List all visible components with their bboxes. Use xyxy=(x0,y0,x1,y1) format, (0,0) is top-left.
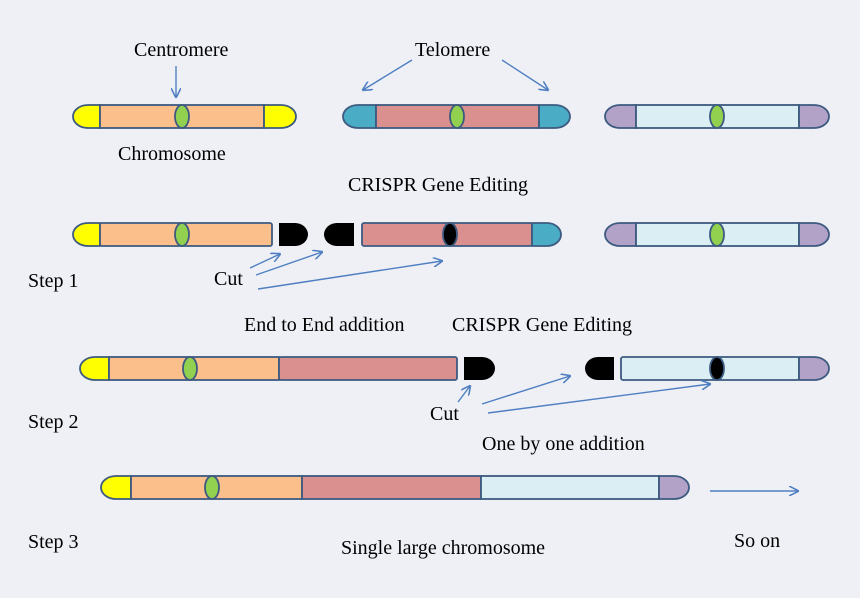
label-telomere: Telomere xyxy=(415,39,490,61)
telomere-right-purple xyxy=(798,104,830,129)
arrow-cut-2c xyxy=(487,384,710,414)
centromere-green xyxy=(449,104,465,129)
cut-end-left-piece xyxy=(324,223,354,246)
cut-end-right-piece xyxy=(279,223,308,246)
telomere-right-purple xyxy=(798,222,830,247)
chromosome-arm-pink xyxy=(301,475,482,500)
label-cut-2: Cut xyxy=(430,403,459,425)
label-end-to-end-addition: End to End addition xyxy=(244,314,405,336)
centromere-green xyxy=(174,222,190,247)
label-step-2: Step 2 xyxy=(28,411,79,433)
centromere-black xyxy=(709,356,725,381)
arrow-cut-1a xyxy=(249,254,280,269)
chromosome-arm-pink xyxy=(278,356,458,381)
arrow-cut-1c xyxy=(257,261,442,290)
telomere-left-purple xyxy=(604,222,637,247)
label-one-by-one-addition: One by one addition xyxy=(482,433,645,455)
label-step-3: Step 3 xyxy=(28,531,79,553)
label-chromosome: Chromosome xyxy=(118,143,226,165)
telomere-right-yellow xyxy=(263,104,297,129)
centromere-green xyxy=(709,222,725,247)
label-cut-1: Cut xyxy=(214,268,243,290)
telomere-right-purple xyxy=(798,356,830,381)
step1-chromosome-yellow-orange-cut xyxy=(72,222,273,247)
label-so-on: So on xyxy=(734,530,780,552)
centromere-green xyxy=(174,104,190,129)
telomere-left-yellow xyxy=(72,222,101,247)
label-centromere: Centromere xyxy=(134,39,229,61)
arrow-telomere-left xyxy=(363,59,413,90)
telomere-right-teal xyxy=(531,222,562,247)
chromosome-arm-lightblue xyxy=(480,475,660,500)
centromere-green xyxy=(182,356,198,381)
centromere-black xyxy=(442,222,458,247)
telomere-left-yellow xyxy=(100,475,132,500)
step3-single-large-chromosome xyxy=(100,475,690,500)
arrow-cut-1b xyxy=(255,252,322,276)
chromosome-purple-lightblue xyxy=(604,104,830,129)
centromere-green xyxy=(709,104,725,129)
cut-end-left-piece xyxy=(585,357,614,380)
step1-chromosome-purple-lightblue xyxy=(604,222,830,247)
step1-chromosome-teal-pink-cut xyxy=(361,222,562,247)
step2-chromosome-lightblue-cut xyxy=(620,356,830,381)
step2-fused-chromosome xyxy=(79,356,458,381)
telomere-left-yellow xyxy=(72,104,101,129)
telomere-right-teal xyxy=(538,104,571,129)
chromosome-yellow-orange xyxy=(72,104,297,129)
arrow-cut-2a xyxy=(457,386,470,403)
arrow-cut-2b xyxy=(481,376,570,405)
telomere-left-yellow xyxy=(79,356,110,381)
label-crispr-editing-1: CRISPR Gene Editing xyxy=(348,174,528,196)
chromosome-teal-pink xyxy=(342,104,571,129)
centromere-green xyxy=(204,475,220,500)
telomere-right-purple xyxy=(658,475,690,500)
telomere-left-purple xyxy=(604,104,637,129)
label-step-1: Step 1 xyxy=(28,270,79,292)
arrow-telomere-right xyxy=(501,59,548,90)
telomere-left-teal xyxy=(342,104,377,129)
label-crispr-editing-2: CRISPR Gene Editing xyxy=(452,314,632,336)
cut-end-right-piece xyxy=(464,357,495,380)
label-single-large-chromosome: Single large chromosome xyxy=(341,537,545,559)
